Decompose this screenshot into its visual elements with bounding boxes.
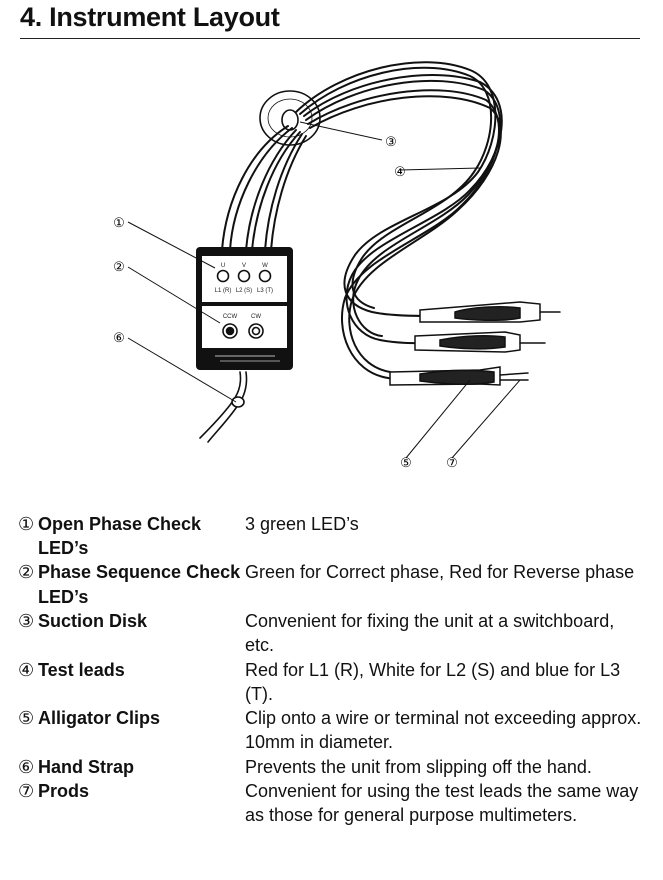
- part-name: Alligator Clips: [38, 708, 161, 729]
- instrument-diagram: U V W L1 (R) L2 (S) L3 (T) CCW CW ① ② ③ …: [113, 61, 561, 470]
- part-name: Prods: [38, 780, 90, 801]
- led-top-label-u: U: [221, 263, 225, 269]
- ccw-label: CCW: [223, 314, 238, 320]
- callout-2: ②: [113, 259, 125, 274]
- tester-body: U V W L1 (R) L2 (S) L3 (T) CCW CW: [196, 247, 293, 370]
- part-number: ⑤: [18, 708, 35, 729]
- callout-4: ④: [394, 164, 406, 179]
- part-description: 3 green LED’s: [245, 514, 359, 534]
- hand-strap: [199, 371, 248, 443]
- part-number: ⑦: [18, 780, 35, 801]
- callout-3: ③: [385, 134, 397, 149]
- part-number: ②: [18, 562, 35, 583]
- part-name: Open Phase Check LED’s: [38, 514, 202, 559]
- part-description: Convenient for using the test leads the …: [245, 780, 639, 826]
- part-number: ③: [18, 610, 35, 631]
- page-title: 4. Instrument Layout: [20, 2, 280, 32]
- part-number: ⑥: [18, 756, 35, 777]
- part-description: Clip onto a wire or terminal not exceedi…: [245, 708, 642, 753]
- led-bottom-label-l3: L3 (T): [257, 288, 273, 294]
- part-number: ①: [18, 514, 35, 534]
- test-leads: [221, 61, 503, 381]
- callout-1: ①: [113, 215, 125, 230]
- part-description: Prevents the unit from slipping off the …: [245, 756, 592, 777]
- callout-5: ⑤: [400, 455, 412, 470]
- title-rule: [20, 38, 640, 39]
- part-description: Green for Correct phase, Red for Reverse…: [245, 562, 635, 583]
- callout-6: ⑥: [113, 330, 125, 345]
- led-bottom-label-l1: L1 (R): [215, 288, 232, 294]
- cw-label: CW: [251, 314, 261, 320]
- part-name: Test leads: [38, 659, 125, 680]
- alligator-clips: [389, 301, 561, 386]
- led-top-label-v: V: [242, 263, 246, 269]
- part-description: Convenient for fixing the unit at a swit…: [245, 610, 615, 656]
- part-number: ④: [18, 659, 35, 680]
- callout-7: ⑦: [446, 455, 458, 470]
- led-bottom-label-l2: L2 (S): [236, 288, 252, 294]
- part-name: Hand Strap: [38, 756, 135, 777]
- part-name: Phase Sequence Check LED’s: [38, 562, 241, 607]
- part-name: Suction Disk: [38, 610, 148, 631]
- part-description: Red for L1 (R), White for L2 (S) and blu…: [245, 659, 621, 705]
- led-top-label-w: W: [262, 263, 268, 269]
